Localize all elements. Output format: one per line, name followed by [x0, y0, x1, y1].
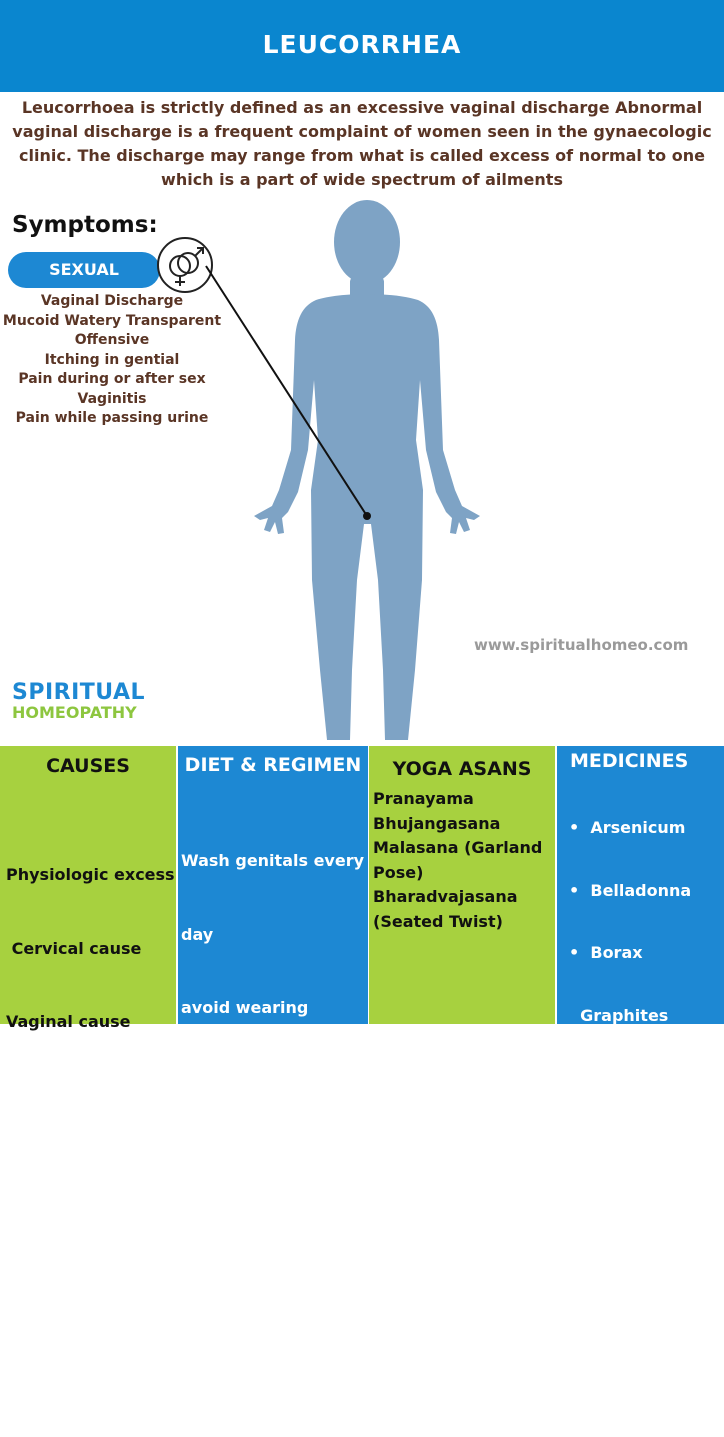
symptom-item: Vaginal Discharge [40, 293, 184, 309]
medicines-title: MEDICINES [570, 750, 689, 772]
yoga-line: (Seated Twist) [373, 911, 503, 931]
gender-symbol-icon [157, 237, 213, 293]
website-url: www.spiritualhomeo.com [474, 636, 689, 654]
causes-list: Physiologic excess Cervical cause Vagina… [0, 814, 176, 1084]
diet-line: maintain gential [181, 1292, 330, 1311]
diet-line: intercourse [181, 1218, 285, 1238]
diet-line: avoid wearing [181, 998, 309, 1017]
diet-list: Wash genitals every day avoid wearing ti… [178, 800, 368, 1437]
diet-line: Wash genitals every [181, 851, 365, 870]
yoga-asans-panel: YOGA ASANS Pranayama Bhujangasana Malasa… [369, 746, 555, 1024]
cause-item: Physiologic excess [6, 865, 175, 884]
symptom-item: Pain while passing urine [15, 410, 209, 426]
human-body-figure [254, 200, 480, 740]
brand-line-1: SPIRITUAL [12, 680, 146, 705]
symptom-item: Offensive [74, 332, 150, 348]
yoga-list: Pranayama Bhujangasana Malasana (Garland… [369, 787, 555, 934]
yoga-line: Pranayama [373, 789, 474, 808]
diet-line: area dry [181, 1365, 257, 1385]
brand-line-2: HOMEOPATHY [12, 703, 137, 722]
yoga-line: Malasana (Garland [373, 838, 543, 857]
medicine-item: • Belladonna [569, 880, 692, 900]
symptom-item: Vaginitis [77, 390, 147, 407]
brand-logo: SPIRITUAL HOMEOPATHY [12, 680, 145, 722]
header-banner: LEUCORRHEA [0, 0, 724, 92]
medicines-panel: MEDICINES • Arsenicum • Belladonna • Bor… [557, 746, 724, 1150]
symptom-item: Pain during or after sex [18, 371, 206, 387]
intro-line: clinic. The discharge may range from wha… [19, 146, 705, 165]
diet-line: day [181, 924, 214, 944]
yoga-line: Bharadvajasana [373, 887, 518, 906]
diet-line: Abstain from sexual [181, 1145, 362, 1164]
yoga-line: Pose) [373, 862, 424, 882]
cause-item: Vaginal cause [6, 1012, 131, 1031]
medicine-item: • Pulsatilla [569, 1068, 675, 1087]
causes-panel: CAUSES Physiologic excess Cervical cause… [0, 746, 176, 1031]
symptom-list: Vaginal Discharge Mucoid Watery Transpar… [0, 292, 224, 429]
diet-line: tight clothers [181, 1071, 310, 1091]
medicine-item: Graphites [569, 1005, 669, 1025]
symptom-item: Itching in gential [44, 351, 180, 368]
yoga-line: Bhujangasana [373, 813, 501, 833]
intro-line: vaginal discharge is a frequent complain… [12, 122, 712, 141]
causes-title: CAUSES [46, 755, 130, 777]
medicine-item: • Arsenicum [569, 818, 686, 837]
medicines-list: • Arsenicum • Belladonna • Borax Graphit… [557, 778, 724, 1191]
yoga-title: YOGA ASANS [392, 758, 532, 780]
medicine-item: • Sepia [569, 1130, 641, 1150]
diet-title: DIET & REGIMEN [184, 754, 362, 776]
intro-line: which is a part of wide spectrum of ailm… [161, 170, 563, 189]
intro-line: Leucorrhoea is strictly defined as an ex… [21, 98, 703, 117]
diet-regimen-panel: DIET & REGIMEN Wash genitals every day a… [178, 746, 368, 1385]
symptom-item: Mucoid Watery Transparent [2, 312, 222, 329]
intro-paragraph: Leucorrhoea is strictly defined as an ex… [0, 96, 724, 192]
medicine-item: • Borax [569, 943, 643, 962]
sexual-category-pill: SEXUAL [8, 252, 160, 288]
symptoms-heading: Symptoms: [12, 212, 158, 238]
cause-item: Cervical cause [6, 938, 142, 958]
page-title: LEUCORRHEA [262, 30, 462, 59]
